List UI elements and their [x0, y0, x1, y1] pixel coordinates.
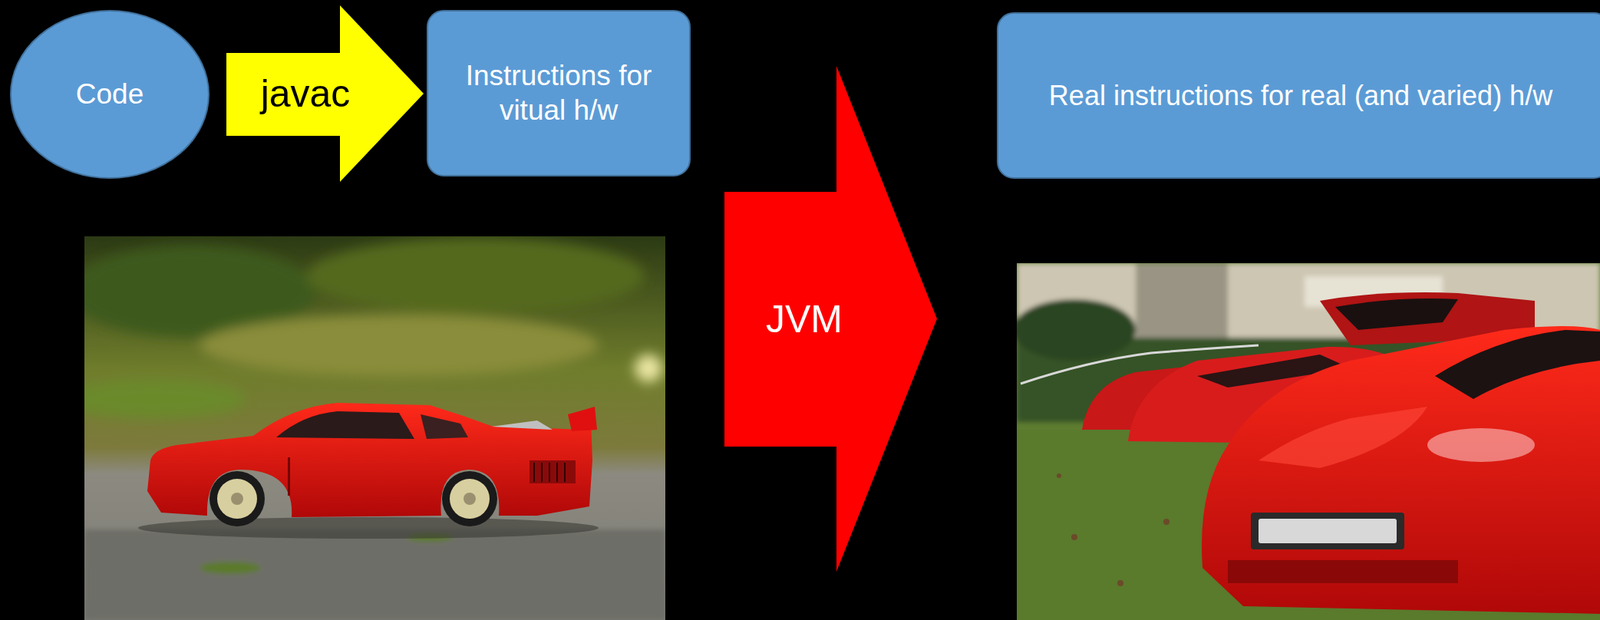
block-arrow-outline [724, 65, 937, 572]
node-label: Instructions for vitual h/w [438, 59, 679, 128]
text-holder: JVM [724, 65, 885, 572]
machine-code-box: Real instructions for real (and varied) … [996, 12, 1600, 179]
text-holder: Code [39, 9, 180, 179]
node-label: JVM [765, 296, 843, 343]
node-label: javac [260, 70, 351, 117]
jvm-arrow: JVM [724, 65, 937, 572]
node-label: Code [75, 77, 144, 112]
ellipse-outline [10, 10, 209, 179]
real-cars-photo [1016, 263, 1600, 620]
text-holder: Real instructions for real (and varied) … [1009, 13, 1593, 178]
bytecode-box: Instructions for vitual h/w [426, 9, 691, 177]
compiler-arrow: javac [226, 5, 424, 182]
block-arrow-outline [226, 5, 424, 182]
code-ellipse: Code [9, 9, 210, 179]
toy-car-photo [84, 236, 666, 620]
text-holder: javac [226, 5, 385, 182]
text-holder: Instructions for vitual h/w [438, 11, 679, 175]
node-label: Real instructions for real (and varied) … [1049, 79, 1553, 113]
